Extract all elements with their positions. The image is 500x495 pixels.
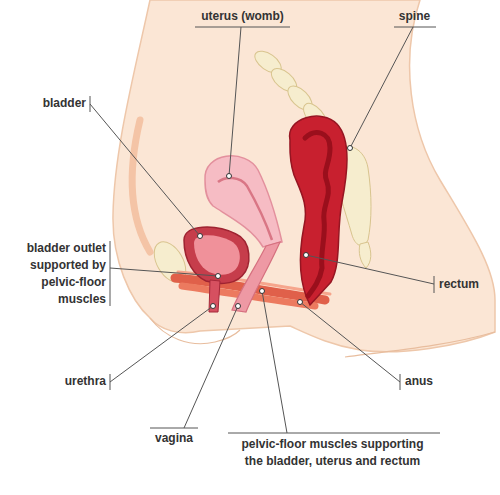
organ-label: uterus (womb)	[190, 8, 295, 25]
label-bars	[90, 27, 440, 433]
organ-label: bladder outlet supported by pelvic-floor…	[4, 240, 106, 308]
organ-label: spine	[392, 8, 437, 25]
organ-label: urethra	[36, 373, 106, 390]
muscle-label: pelvic-floor muscles supporting the blad…	[235, 436, 430, 470]
organ-label: rectum	[439, 276, 495, 293]
organ-label: anus	[405, 373, 450, 390]
body-outline	[113, 0, 495, 352]
leader-lines	[90, 27, 434, 433]
organ-label: vagina	[146, 430, 202, 447]
rectum-inner	[305, 133, 330, 296]
bladder-inner	[194, 235, 240, 275]
rectum	[290, 116, 347, 305]
buttock-line	[345, 332, 495, 357]
bladder	[184, 227, 249, 283]
leader-dots	[198, 146, 353, 309]
abdominal-wall	[132, 120, 150, 252]
urethra-tube	[209, 280, 220, 312]
organ-label: bladder	[18, 95, 86, 112]
